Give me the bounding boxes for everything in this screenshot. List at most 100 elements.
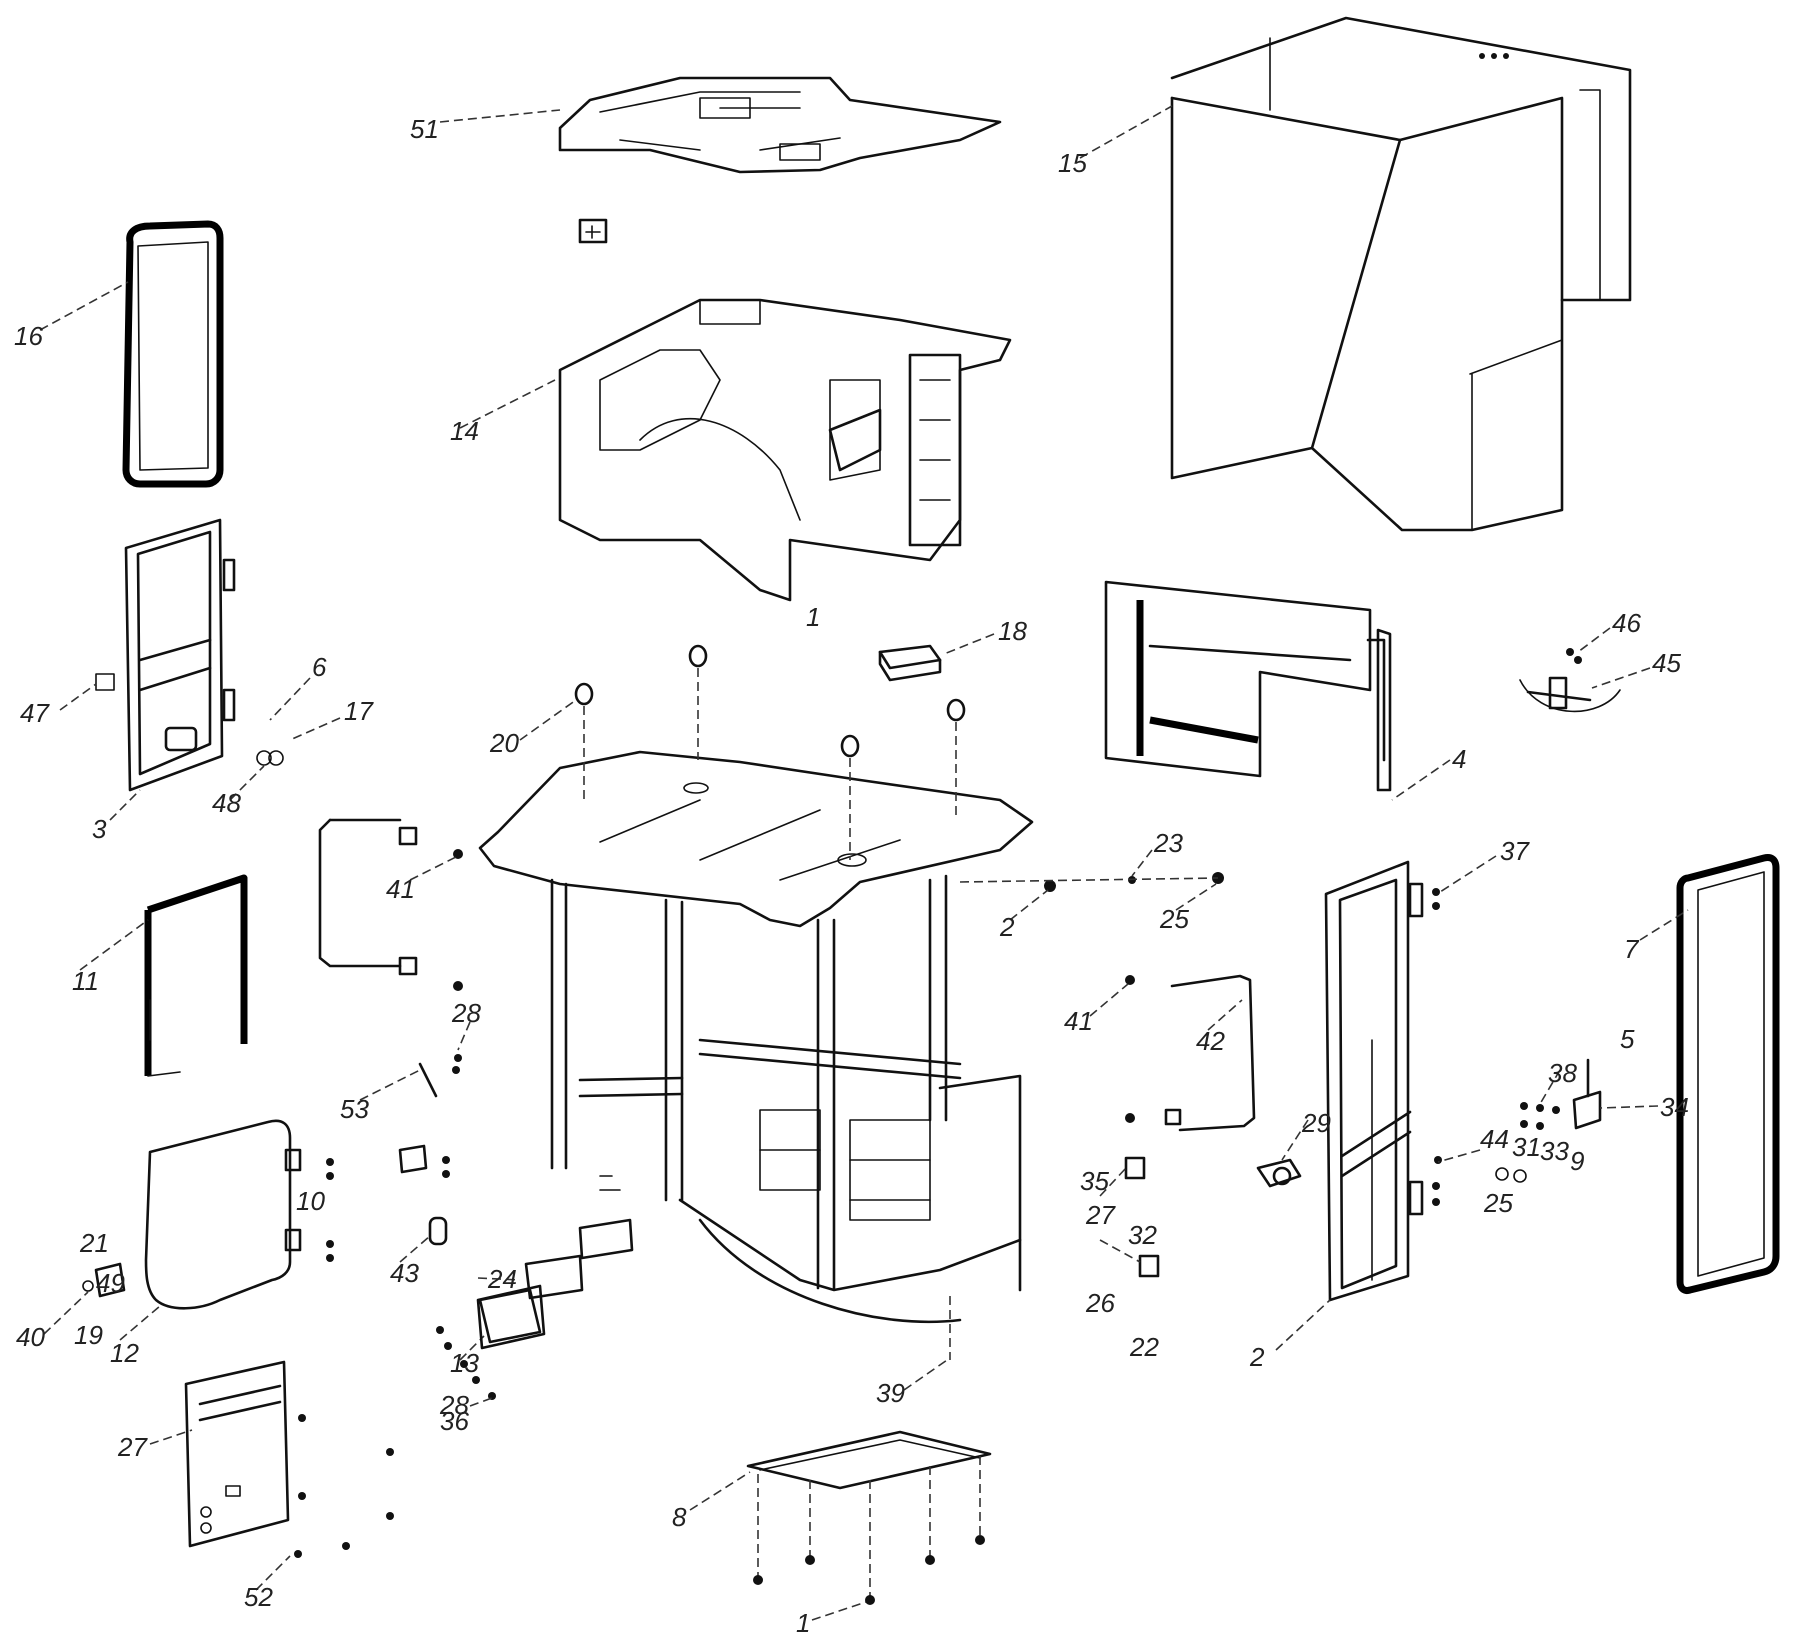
lower-left-plate-part xyxy=(184,1360,394,1558)
callout-21: 21 xyxy=(79,1228,109,1258)
leader-47 xyxy=(59,683,97,711)
callout-34: 34 xyxy=(1660,1092,1689,1122)
leader-36 xyxy=(469,1397,493,1407)
callout-1: 1 xyxy=(806,602,820,632)
leader-8 xyxy=(689,1471,751,1511)
callout-27-plate: 27 xyxy=(117,1432,148,1462)
leader-44 xyxy=(1437,1149,1481,1163)
callout-4: 4 xyxy=(1452,744,1466,774)
leader-4 xyxy=(1391,759,1451,801)
callout-53: 53 xyxy=(340,1094,369,1124)
leader-30 xyxy=(359,1069,421,1101)
callout-32: 32 xyxy=(1128,1220,1157,1250)
leader-22 xyxy=(457,1021,471,1051)
leader-41-left xyxy=(409,855,459,881)
callout-11: 11 xyxy=(72,966,99,996)
leader-23 xyxy=(1131,849,1153,877)
callout-14: 14 xyxy=(450,416,479,446)
leader-7 xyxy=(1639,909,1689,941)
callout-29: 29 xyxy=(1301,1108,1331,1138)
callout-25-right: 25 xyxy=(1483,1188,1513,1218)
leader-17 xyxy=(289,717,341,741)
callout-47: 47 xyxy=(20,698,50,728)
right-latch-hardware-part xyxy=(1124,1058,1602,1278)
small-hardware-middle-part xyxy=(398,1054,634,1344)
eyebolt-part xyxy=(574,644,966,860)
callout-22: 22 xyxy=(1129,1332,1159,1362)
callout-18: 18 xyxy=(998,616,1027,646)
callout-43: 43 xyxy=(390,1258,419,1288)
bolt-set-part xyxy=(959,872,1224,892)
leader-12 xyxy=(119,1305,161,1341)
callout-28-low: 28 xyxy=(439,1390,469,1420)
callout-17: 17 xyxy=(344,696,374,726)
cab-frame-part xyxy=(550,874,1022,1324)
callout-41-right: 41 xyxy=(1064,1006,1093,1036)
callout-3: 3 xyxy=(92,814,107,844)
hinge-plate-part xyxy=(436,1284,546,1400)
leader-15-right xyxy=(1079,105,1173,159)
leader-25 xyxy=(1175,883,1217,911)
callout-6: 6 xyxy=(312,652,327,682)
callout-26: 26 xyxy=(1085,1288,1115,1318)
leader-24 xyxy=(477,1277,521,1281)
callout-8: 8 xyxy=(672,1502,687,1532)
callout-15: 15 xyxy=(1058,148,1087,178)
leader-27-plate xyxy=(149,1429,193,1445)
callout-37: 37 xyxy=(1500,836,1530,866)
leader-48 xyxy=(229,765,265,801)
right-door-frame-part xyxy=(1324,860,1440,1302)
callout-38: 38 xyxy=(1548,1058,1577,1088)
callout-20: 20 xyxy=(489,728,519,758)
callout-19: 19 xyxy=(74,1320,103,1350)
leader-14 xyxy=(459,379,556,429)
leader-43 xyxy=(399,1235,431,1263)
leader-13 xyxy=(459,1335,485,1361)
leader-40 xyxy=(43,1291,89,1335)
callout-25: 25 xyxy=(1159,904,1189,934)
leader-16-left xyxy=(39,281,129,331)
callout-36: 36 xyxy=(440,1406,469,1436)
callout-28: 28 xyxy=(451,998,481,1028)
leader-1-floor xyxy=(811,1601,867,1621)
leader-28-mid xyxy=(1099,1239,1141,1263)
left-cover-box-part xyxy=(82,1119,334,1310)
callout-48: 48 xyxy=(212,788,241,818)
leader-2 xyxy=(1009,889,1049,921)
callout-5: 5 xyxy=(1620,1024,1635,1054)
leader-11 xyxy=(79,919,149,971)
leader-27-mid xyxy=(1099,1167,1127,1197)
cab-shell-part xyxy=(1170,16,1632,532)
callout-39: 39 xyxy=(876,1378,905,1408)
callout-labels: 51 16 14 15 18 47 6 17 3 48 20 1 46 45 4… xyxy=(14,114,1689,1638)
callout-44: 44 xyxy=(1480,1124,1509,1154)
callout-2: 2 xyxy=(999,912,1015,942)
callout-9: 9 xyxy=(1570,1146,1584,1176)
callout-49: 49 xyxy=(96,1268,125,1298)
callout-51: 51 xyxy=(410,114,439,144)
callout-42: 42 xyxy=(1196,1026,1225,1056)
handrail-right-part xyxy=(1125,974,1256,1132)
callout-10: 10 xyxy=(296,1186,325,1216)
callout-12: 12 xyxy=(110,1338,139,1368)
leader-45 xyxy=(1591,667,1651,689)
leader-37 xyxy=(1439,855,1497,893)
leader-46 xyxy=(1577,627,1611,653)
roof-part xyxy=(478,750,1034,928)
leader-42 xyxy=(1207,999,1243,1031)
callout-35: 35 xyxy=(1080,1166,1109,1196)
callout-1-floor: 1 xyxy=(796,1608,810,1638)
callout-2-door: 2 xyxy=(1249,1342,1265,1372)
leader-29 xyxy=(1281,1119,1309,1161)
leader-39 xyxy=(903,1357,951,1391)
callout-45: 45 xyxy=(1652,648,1681,678)
leader-51 xyxy=(439,109,561,123)
callout-41: 41 xyxy=(386,874,415,904)
side-panel-part xyxy=(1104,580,1392,792)
leader-3 xyxy=(109,789,141,821)
callout-46: 46 xyxy=(1612,608,1641,638)
leader-6 xyxy=(269,677,311,721)
callout-24: 24 xyxy=(487,1264,517,1294)
callout-16: 16 xyxy=(14,321,43,351)
